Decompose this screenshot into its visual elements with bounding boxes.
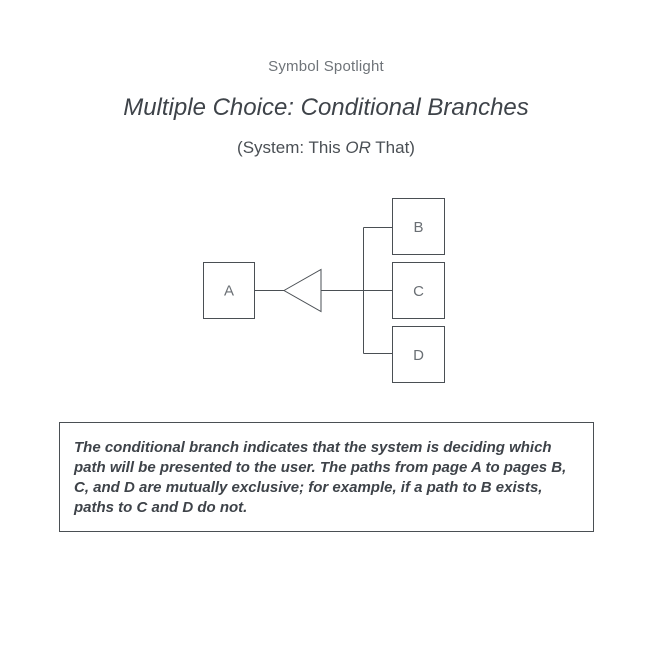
node-c-box xyxy=(392,262,445,319)
page-subtitle: (System: This OR That) xyxy=(0,138,652,158)
page-title: Multiple Choice: Conditional Branches xyxy=(123,94,529,121)
node-c-label: C xyxy=(413,283,424,300)
subtitle-emphasis: OR xyxy=(345,138,371,157)
description-box: The conditional branch indicates that th… xyxy=(59,422,594,532)
node-a-label: A xyxy=(224,283,234,300)
eyebrow-label: Symbol Spotlight xyxy=(268,58,384,75)
node-d-box xyxy=(392,326,445,383)
node-a-box xyxy=(203,262,255,319)
node-b-box xyxy=(392,198,445,255)
subtitle-prefix: (System: This xyxy=(237,138,346,157)
description-text: The conditional branch indicates that th… xyxy=(74,439,567,516)
node-b-label: B xyxy=(413,219,423,236)
triangle-icon xyxy=(282,268,322,313)
node-d-label: D xyxy=(413,347,424,364)
subtitle-suffix: That) xyxy=(370,138,415,157)
